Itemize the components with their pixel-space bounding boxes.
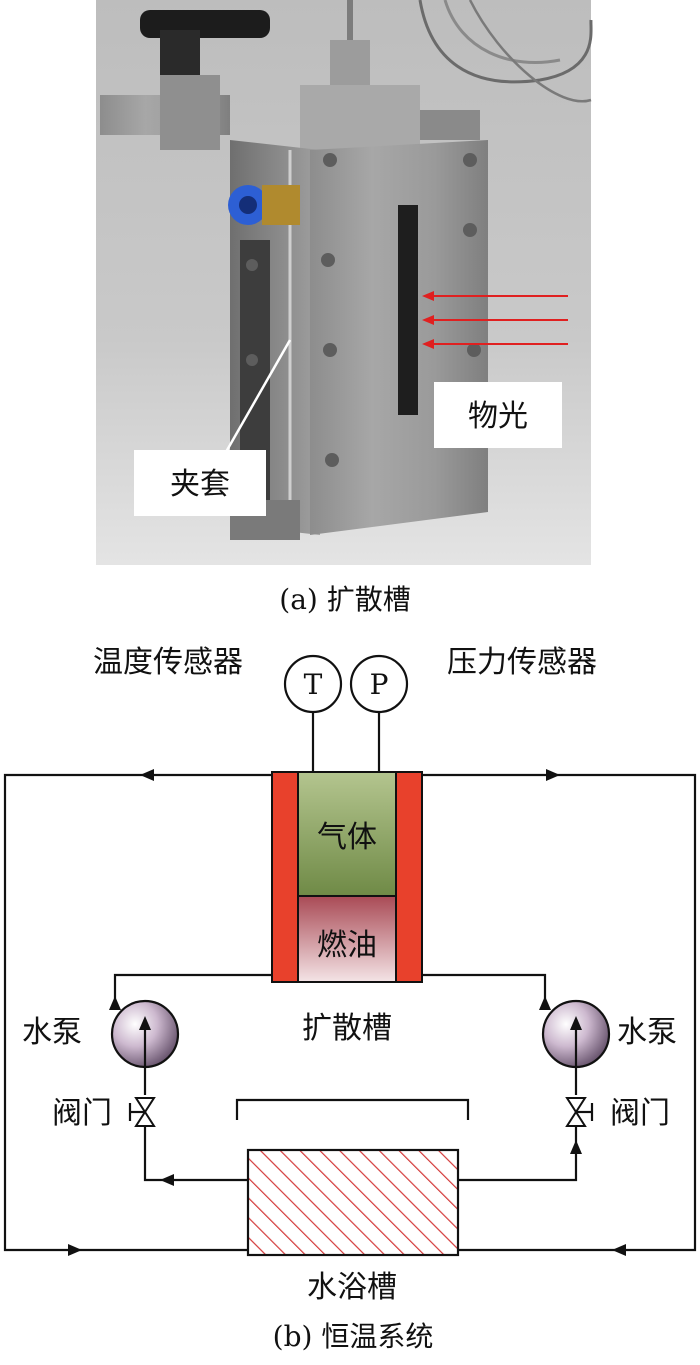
jacket-left (271, 771, 299, 983)
label-light: 物光 (468, 399, 528, 434)
label-box-light (434, 382, 562, 448)
optical-window (398, 205, 418, 415)
valve-left-label: 阀门 (52, 1096, 112, 1131)
thermostat-diagram: 温度传感器 压力传感器 T P 气体 燃油 扩散槽 (3, 645, 697, 1305)
label-jacket: 夹套 (170, 467, 230, 502)
jacket-right (395, 771, 423, 983)
valve-right-label: 阀门 (610, 1096, 670, 1131)
pressure-sensor-label: 压力传感器 (447, 645, 597, 680)
label-box-jacket (134, 450, 266, 516)
valve-handle (140, 10, 270, 38)
bath-lid (235, 1098, 470, 1120)
outer-loop-left (3, 773, 272, 1252)
water-bath (246, 1148, 460, 1257)
valve-left (134, 1097, 156, 1114)
photo-diffusion-cell: 物光 夹套 (96, 0, 593, 565)
valve-right (565, 1097, 587, 1114)
caption-a: (a) 扩散槽 (279, 583, 410, 616)
fuel-region (297, 895, 397, 983)
light-arrows (422, 291, 568, 349)
gas-label: 气体 (317, 820, 377, 855)
pressure-sensor-symbol: P (370, 668, 389, 701)
jacket-pointer (224, 339, 292, 453)
water-bath-label: 水浴槽 (307, 1270, 397, 1305)
fuel-label: 燃油 (317, 928, 377, 963)
pump-left-label: 水泵 (22, 1015, 82, 1050)
pump-right-label: 水泵 (617, 1015, 677, 1050)
gas-region (297, 771, 397, 897)
temperature-sensor-label: 温度传感器 (93, 645, 243, 680)
temperature-sensor-symbol: T (304, 668, 323, 701)
diffusion-cell-label: 扩散槽 (302, 1011, 392, 1046)
caption-b: (b) 恒温系统 (273, 1320, 434, 1353)
